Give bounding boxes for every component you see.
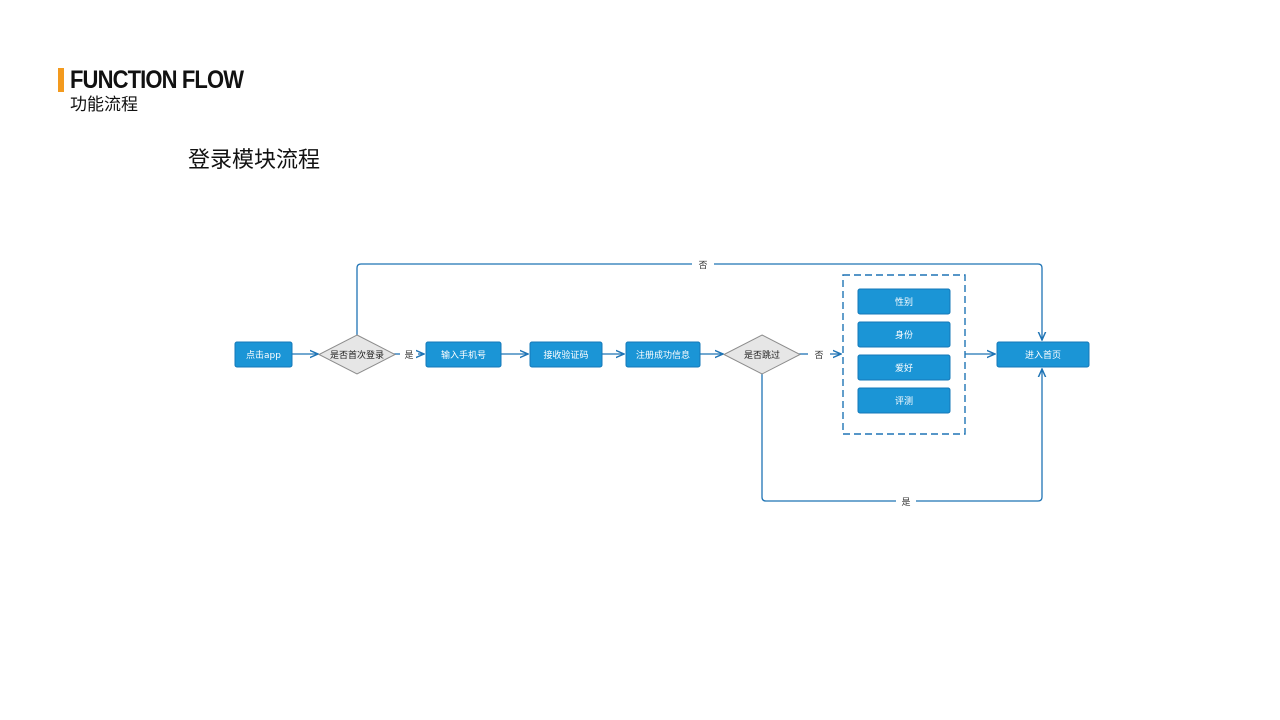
edge-label-bottom-yes: 是 [901, 497, 910, 508]
profile-item-assessment-label: 评测 [895, 396, 913, 407]
edge-bottom-yes-left [761, 373, 896, 502]
edge-bottom-yes-right [916, 369, 1042, 502]
node-enter-phone: 输入手机号 [425, 341, 502, 368]
edge-label-first-yes: 是 [404, 350, 413, 361]
node-receive-code-label: 接收验证码 [543, 349, 588, 361]
node-enter-home: 进入首页 [996, 341, 1090, 368]
node-open-app-label: 点击app [246, 349, 281, 361]
node-enter-home-label: 进入首页 [1025, 349, 1061, 361]
header-title: FUNCTION FLOW [70, 66, 244, 94]
header-accent-bar [58, 68, 64, 92]
decision-skip: 是否跳过 [722, 334, 802, 375]
edge-top-no-left [356, 263, 692, 335]
node-enter-phone-label: 输入手机号 [441, 349, 486, 361]
profile-group-frame [842, 274, 966, 435]
node-receive-code: 接收验证码 [529, 341, 603, 368]
node-register-success: 注册成功信息 [625, 341, 701, 368]
profile-item-gender-label: 性别 [895, 296, 913, 308]
decision-first-login: 是否首次登录 [317, 334, 397, 375]
profile-item-hobby-label: 爱好 [895, 362, 913, 374]
profile-item-gender: 性别 [857, 288, 951, 315]
node-register-success-label: 注册成功信息 [636, 349, 690, 361]
decision-first-login-label: 是否首次登录 [330, 349, 384, 361]
edge-top-no-right [714, 263, 1042, 340]
profile-item-identity: 身份 [857, 321, 951, 348]
profile-item-hobby: 爱好 [857, 354, 951, 381]
decision-skip-label: 是否跳过 [744, 349, 780, 361]
edge-label-top-no: 否 [698, 260, 707, 271]
edge-label-skip-no: 否 [814, 350, 823, 361]
page-heading: 登录模块流程 [188, 148, 321, 173]
profile-item-identity-label: 身份 [895, 329, 913, 341]
header-subtitle: 功能流程 [70, 95, 138, 115]
node-open-app: 点击app [234, 341, 293, 368]
profile-item-assessment: 评测 [857, 387, 951, 414]
